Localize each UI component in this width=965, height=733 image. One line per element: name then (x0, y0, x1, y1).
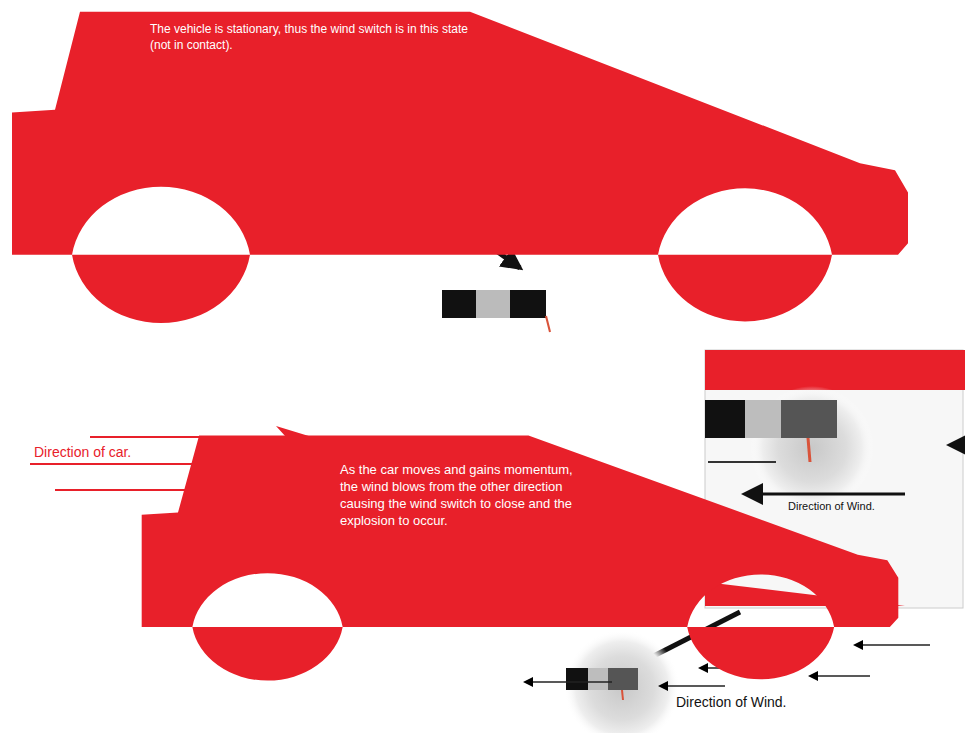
wind-switch-open (442, 290, 550, 332)
stationary-car: The vehicle is stationary, thus the wind… (10, 10, 910, 335)
caption-text: The vehicle is stationary, thus the wind… (150, 22, 470, 53)
moving-car: As the car moves and gains momentum, the… (140, 434, 900, 690)
direction-label: Direction of car. (34, 444, 131, 460)
car-silhouette (10, 10, 910, 335)
direction-label: Direction of Wind. (676, 694, 786, 710)
direction-label: Direction of Wind. (788, 500, 875, 512)
caption-text: As the car moves and gains momentum, the… (340, 462, 580, 530)
